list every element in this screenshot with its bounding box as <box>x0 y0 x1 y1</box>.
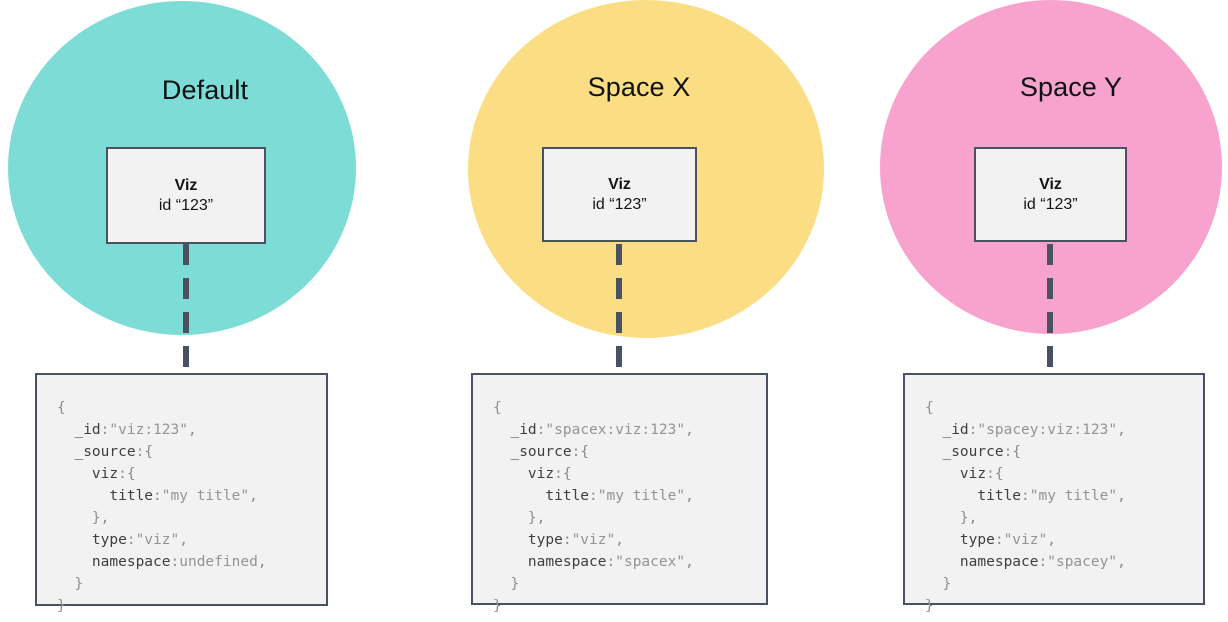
viz-node-subtitle: id “123” <box>158 196 214 214</box>
space-column-spacey: Space Y Viz id “123” { _id:"spacey:viz:1… <box>866 0 1228 622</box>
viz-node-subtitle: id “123” <box>1023 195 1078 213</box>
space-label-spacey: Space Y <box>1019 72 1123 102</box>
viz-node-subtitle: id “123” <box>592 195 647 213</box>
space-label-spacex: Space X <box>587 72 691 102</box>
dashed-connector-spacey <box>1047 244 1053 374</box>
dashed-connector-default <box>183 244 189 374</box>
viz-node-title: Viz <box>1039 175 1062 193</box>
viz-node-default: Viz id “123” <box>106 147 266 244</box>
json-code-block: { _id:"spacey:viz:123", _source:{ viz:{ … <box>925 400 1126 614</box>
viz-node-title: Viz <box>174 176 198 194</box>
dashed-connector-spacex <box>616 244 622 374</box>
viz-node-spacey: Viz id “123” <box>974 147 1127 242</box>
viz-node-title: Viz <box>608 175 631 193</box>
document-json-spacex: { _id:"spacex:viz:123", _source:{ viz:{ … <box>471 373 768 614</box>
space-label-default: Default <box>161 75 249 105</box>
viz-node-spacex: Viz id “123” <box>542 147 697 242</box>
document-json-default: { _id:"viz:123", _source:{ viz:{ title:"… <box>35 373 328 614</box>
space-column-spacex: Space X Viz id “123” { _id:"spacex:viz:1… <box>434 0 844 622</box>
document-json-spacey: { _id:"spacey:viz:123", _source:{ viz:{ … <box>903 373 1205 614</box>
json-code-block: { _id:"viz:123", _source:{ viz:{ title:"… <box>57 400 267 614</box>
json-code-block: { _id:"spacex:viz:123", _source:{ viz:{ … <box>493 400 694 614</box>
space-column-default: Default Viz id “123” { _id:"viz:123", _s… <box>0 0 410 622</box>
